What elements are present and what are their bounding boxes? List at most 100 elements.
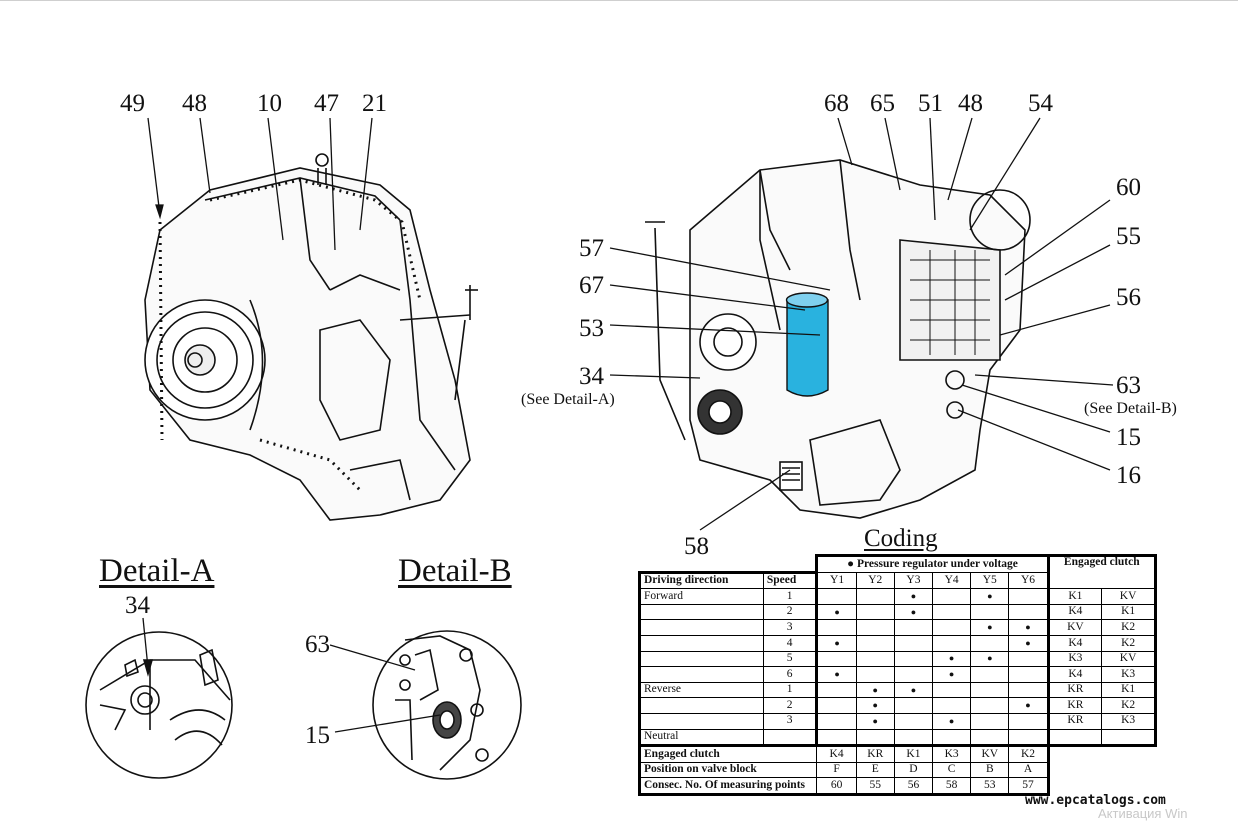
direction-cell: Reverse <box>638 681 764 699</box>
callout-58: 58 <box>684 533 709 560</box>
clutch-cell: K3 <box>1101 666 1157 683</box>
clutch-cell: K4 <box>1047 634 1103 652</box>
footer-value-cell: K2 <box>1008 745 1050 763</box>
footer-value-cell: 60 <box>816 777 857 796</box>
empty-cell <box>1008 588 1050 605</box>
empty-cell <box>815 728 857 748</box>
detail-b-callout-63: 63 <box>305 631 330 658</box>
empty-cell <box>855 603 895 621</box>
clutch-cell: K3 <box>1101 712 1157 730</box>
speed-header: Speed <box>762 570 818 590</box>
empty-cell <box>932 681 972 699</box>
speed-cell: 1 <box>762 588 818 605</box>
clutch-cell: K2 <box>1101 697 1157 714</box>
empty-cell <box>855 634 895 652</box>
footer-value-cell: K3 <box>932 745 972 763</box>
empty-cell <box>815 697 857 714</box>
dot-cell: ● <box>855 712 895 730</box>
dot-cell: ● <box>1008 697 1050 714</box>
clutch-cell: K1 <box>1101 681 1157 699</box>
driving-direction-header: Driving direction <box>638 570 764 590</box>
callout-34: 34 <box>579 363 604 390</box>
dot-cell: ● <box>855 697 895 714</box>
callout-65: 65 <box>870 90 895 117</box>
callout-47: 47 <box>314 90 339 117</box>
empty-cell <box>815 681 857 699</box>
footer-value-cell: F <box>816 761 857 779</box>
watermark-faint: Активация Win <box>1098 806 1188 821</box>
regulator-header: Y1 <box>815 571 857 590</box>
dot-cell: ● <box>893 588 934 605</box>
dot-cell: ● <box>893 681 934 699</box>
callout-10: 10 <box>257 90 282 117</box>
empty-cell <box>932 588 972 605</box>
clutch-cell: KV <box>1047 619 1103 636</box>
footer-value-cell: D <box>893 761 934 779</box>
footer-value-cell: 56 <box>893 777 934 796</box>
regulator-header: Y4 <box>932 571 972 590</box>
callout-48-left: 48 <box>182 90 207 117</box>
empty-cell <box>970 712 1010 730</box>
footer-value-cell: 55 <box>855 777 895 796</box>
oil-filter-highlight <box>785 292 829 397</box>
footer-value-cell: 53 <box>970 777 1010 796</box>
regulator-header: Y5 <box>970 571 1010 590</box>
clutch-cell <box>1047 728 1103 748</box>
watermark: www.epcatalogs.com <box>1025 793 1166 808</box>
dot-cell: ● <box>855 681 895 699</box>
coding-title: Coding <box>864 525 938 552</box>
empty-cell <box>815 650 857 668</box>
speed-cell: 5 <box>762 650 818 668</box>
clutch-cell: KR <box>1047 697 1103 714</box>
empty-cell <box>970 697 1010 714</box>
speed-cell: 6 <box>762 666 818 683</box>
empty-cell <box>932 697 972 714</box>
direction-cell <box>638 697 764 714</box>
regulator-header: Y2 <box>855 571 895 590</box>
dot-cell: ● <box>815 666 857 683</box>
speed-cell: 2 <box>762 603 818 621</box>
dot-cell: ● <box>932 712 972 730</box>
empty-cell <box>1008 603 1050 621</box>
footer-label-cell: Position on valve block <box>637 761 818 779</box>
callout-55: 55 <box>1116 223 1141 250</box>
direction-cell <box>638 666 764 683</box>
empty-cell <box>1008 728 1050 748</box>
dot-cell: ● <box>932 650 972 668</box>
dot-cell: ● <box>893 603 934 621</box>
footer-value-cell: C <box>932 761 972 779</box>
callout-51: 51 <box>918 90 943 117</box>
direction-cell <box>638 619 764 636</box>
dot-cell: ● <box>970 588 1010 605</box>
footer-value-cell: KR <box>855 745 895 763</box>
callout-54: 54 <box>1028 90 1053 117</box>
empty-cell <box>932 603 972 621</box>
empty-cell <box>970 634 1010 652</box>
dot-cell: ● <box>970 650 1010 668</box>
empty-cell <box>893 666 934 683</box>
table-row: Neutral <box>638 728 1157 748</box>
footer-label-cell: Engaged clutch <box>637 744 818 763</box>
empty-cell <box>855 728 895 748</box>
left-leader-lines <box>147 117 373 251</box>
direction-cell <box>638 650 764 668</box>
empty-cell <box>893 650 934 668</box>
empty-cell <box>815 588 857 605</box>
callout-60: 60 <box>1116 174 1141 201</box>
callout-63: 63 <box>1116 372 1141 399</box>
footer-label-cell: Consec. No. Of measuring points <box>637 777 818 796</box>
speed-cell: 2 <box>762 697 818 714</box>
dot-cell: ● <box>815 634 857 652</box>
empty-cell <box>893 619 934 636</box>
empty-cell <box>932 619 972 636</box>
left-transmission-drawing <box>144 153 478 521</box>
empty-cell <box>970 728 1010 748</box>
callout-56: 56 <box>1116 284 1141 311</box>
